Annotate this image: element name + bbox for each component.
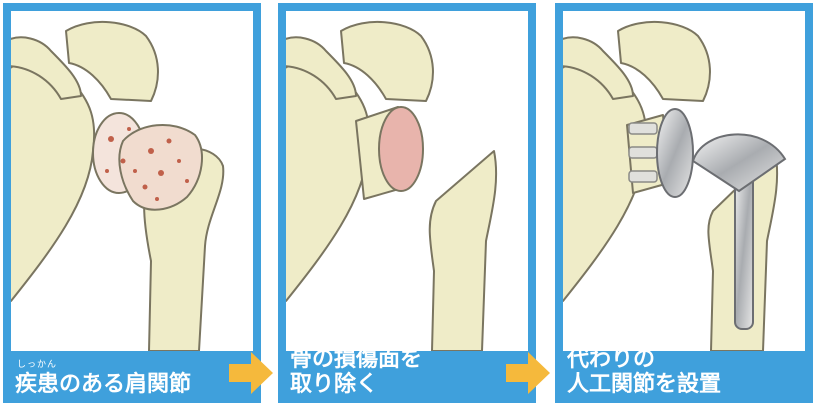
- caption-ruby-base: 疾患: [15, 372, 59, 397]
- cut-surface-glenoid: [379, 107, 423, 191]
- step-panel-implant: 代わりの 人工関節を設置: [555, 3, 813, 403]
- step-caption: 骨の損傷面を 取り除く: [290, 347, 422, 397]
- step-panel-diseased: しっかん 疾患 のある肩関節: [3, 3, 261, 403]
- arrow-right-icon: [506, 352, 550, 394]
- illustration-artificial-joint: [563, 11, 805, 351]
- caption-line-2: 人工関節を設置: [567, 372, 721, 397]
- humerus-cut: [430, 151, 496, 351]
- step-panel-removal: 骨の損傷面を 取り除く: [278, 3, 536, 403]
- caption-ruby: しっかん 疾患: [15, 372, 59, 397]
- caption-ruby-reading: しっかん: [15, 360, 59, 370]
- caption-text: のある肩関節: [59, 372, 191, 397]
- glenoid-component: [657, 109, 693, 197]
- illustration-diseased-shoulder: [11, 11, 253, 351]
- arrow-right-icon: [229, 352, 273, 394]
- caption-line-1: 骨の損傷面を: [290, 347, 422, 372]
- illustration-bone-removed: [286, 11, 528, 351]
- caption-line-1: 代わりの: [567, 347, 721, 372]
- caption-line-2: 取り除く: [290, 372, 422, 397]
- glenoid-pegs: [629, 123, 657, 182]
- step-caption: 代わりの 人工関節を設置: [567, 347, 721, 397]
- step-caption: しっかん 疾患 のある肩関節: [15, 372, 191, 397]
